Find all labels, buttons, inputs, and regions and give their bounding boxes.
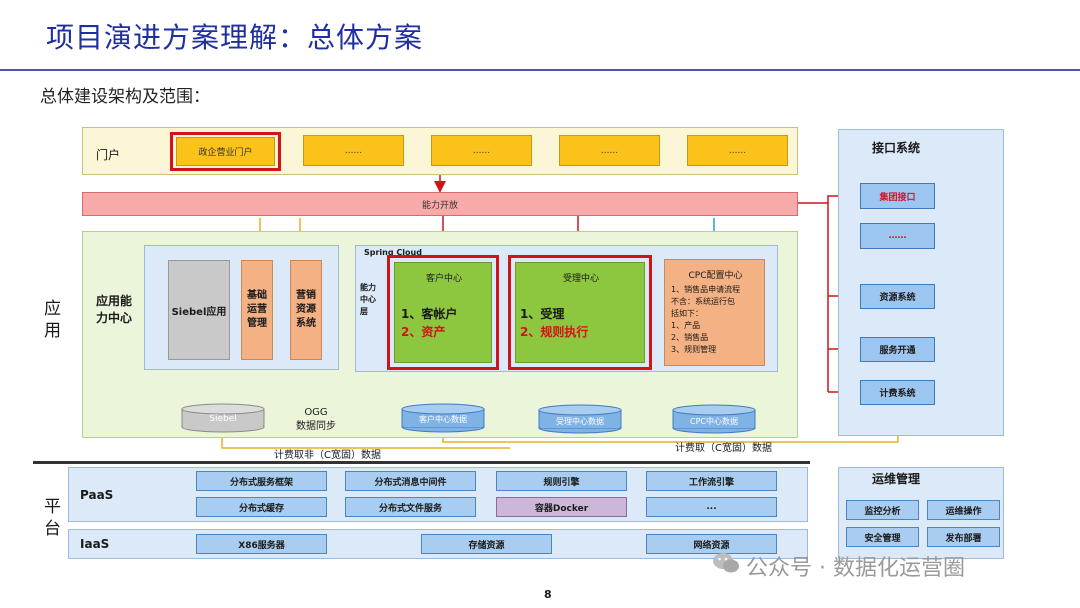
capability-layer-label: 能力 中心 层 bbox=[360, 283, 376, 316]
iaas-network[interactable]: 网络资源 bbox=[646, 534, 777, 554]
interface-more-button[interactable]: …… bbox=[860, 223, 935, 249]
wechat-icon bbox=[712, 551, 740, 575]
capability-open-bar: 能力开放 bbox=[82, 192, 798, 216]
customer-center-item1: 1、客帐户 bbox=[401, 307, 458, 321]
ogg-sync-label: OGG 数据同步 bbox=[296, 407, 336, 432]
platform-side-label: 平 台 bbox=[44, 497, 61, 539]
db-siebel-label: Siebel bbox=[209, 414, 237, 424]
ops-monitoring[interactable]: 监控分析 bbox=[846, 500, 919, 520]
portal-item-gov-enterprise[interactable]: 政企营业门户 bbox=[176, 137, 275, 166]
paas-rule-engine[interactable]: 规则引擎 bbox=[496, 471, 627, 491]
portal-item-5[interactable]: ...... bbox=[687, 135, 788, 166]
ops-deployment[interactable]: 发布部署 bbox=[927, 527, 1000, 547]
db-cpc-label: CPC中心数据 bbox=[690, 417, 738, 426]
cpc-center-desc: 1、销售品申请流程 不含：系统运行包 括如下： 1、产品 2、销售品 3、规则管… bbox=[671, 285, 741, 354]
cpc-center-title: CPC配置中心 bbox=[688, 271, 743, 281]
db-customer-label: 客户中心数据 bbox=[419, 415, 467, 424]
interface-title: 接口系统 bbox=[872, 141, 921, 155]
paas-docker[interactable]: 容器Docker bbox=[496, 497, 627, 517]
customer-center-frame: 客户中心 1、客帐户 2、资产 bbox=[387, 255, 499, 370]
iaas-label: IaaS bbox=[80, 537, 110, 551]
spring-cloud-label: Spring Cloud bbox=[364, 248, 422, 257]
db-customer-center: 客户中心数据 bbox=[401, 403, 485, 433]
title-divider bbox=[0, 69, 1080, 71]
db-acceptance-center: 受理中心数据 bbox=[538, 404, 622, 434]
slide-title: 项目演进方案理解：总体方案 bbox=[46, 21, 424, 54]
customer-center-item2: 2、资产 bbox=[401, 325, 446, 339]
siebel-app-box[interactable]: Siebel应用 bbox=[168, 260, 230, 360]
paas-distributed-service[interactable]: 分布式服务框架 bbox=[196, 471, 327, 491]
paas-workflow-engine[interactable]: 工作流引擎 bbox=[646, 471, 777, 491]
section-divider bbox=[33, 461, 810, 464]
billing-non-cbroad-label: 计费取非（C宽固）数据 bbox=[274, 450, 381, 461]
acceptance-center-frame: 受理中心 1、受理 2、规则执行 bbox=[508, 255, 652, 370]
paas-message-middleware[interactable]: 分布式消息中间件 bbox=[345, 471, 476, 491]
portal-label: 门户 bbox=[96, 148, 121, 162]
portal-item-2[interactable]: ...... bbox=[303, 135, 404, 166]
cpc-center-box[interactable]: CPC配置中心 1、销售品申请流程 不含：系统运行包 括如下： 1、产品 2、销… bbox=[664, 259, 765, 366]
interface-billing-button[interactable]: 计费系统 bbox=[860, 380, 935, 405]
app-side-label: 应 用 bbox=[44, 299, 61, 341]
paas-label: PaaS bbox=[80, 488, 114, 502]
portal-item-4[interactable]: ...... bbox=[559, 135, 660, 166]
ops-title: 运维管理 bbox=[872, 472, 921, 486]
paas-distributed-cache[interactable]: 分布式缓存 bbox=[196, 497, 327, 517]
interface-resource-button[interactable]: 资源系统 bbox=[860, 284, 935, 309]
paas-file-service[interactable]: 分布式文件服务 bbox=[345, 497, 476, 517]
app-center-label: 应用能 力中心 bbox=[96, 294, 133, 325]
iaas-x86-servers[interactable]: X86服务器 bbox=[196, 534, 327, 554]
interface-group-button[interactable]: 集团接口 bbox=[860, 183, 935, 209]
ops-operations[interactable]: 运维操作 bbox=[927, 500, 1000, 520]
acceptance-center-item1: 1、受理 bbox=[520, 307, 565, 321]
db-acceptance-label: 受理中心数据 bbox=[556, 417, 604, 426]
acceptance-center-title: 受理中心 bbox=[562, 274, 599, 284]
billing-cbroad-label: 计费取（C宽固）数据 bbox=[675, 443, 772, 454]
paas-more[interactable]: ... bbox=[646, 497, 777, 517]
watermark-text: 公众号 · 数据化运营圈 bbox=[746, 556, 965, 581]
interface-service-button[interactable]: 服务开通 bbox=[860, 337, 935, 362]
customer-center-box[interactable]: 客户中心 1、客帐户 2、资产 bbox=[394, 262, 492, 363]
ops-security[interactable]: 安全管理 bbox=[846, 527, 919, 547]
slide-subtitle: 总体建设架构及范围： bbox=[40, 87, 210, 107]
page-number: 8 bbox=[544, 588, 552, 601]
basic-ops-box[interactable]: 基础 运营 管理 bbox=[241, 260, 273, 360]
db-cpc-center: CPC中心数据 bbox=[672, 404, 756, 434]
acceptance-center-box[interactable]: 受理中心 1、受理 2、规则执行 bbox=[515, 262, 645, 363]
db-siebel: Siebel bbox=[181, 403, 265, 433]
iaas-storage[interactable]: 存储资源 bbox=[421, 534, 552, 554]
portal-item-3[interactable]: ...... bbox=[431, 135, 532, 166]
portal-highlight-frame: 政企营业门户 bbox=[170, 132, 281, 171]
marketing-resource-box[interactable]: 营销 资源 系统 bbox=[290, 260, 322, 360]
acceptance-center-item2: 2、规则执行 bbox=[520, 325, 589, 339]
customer-center-title: 客户中心 bbox=[425, 274, 462, 284]
